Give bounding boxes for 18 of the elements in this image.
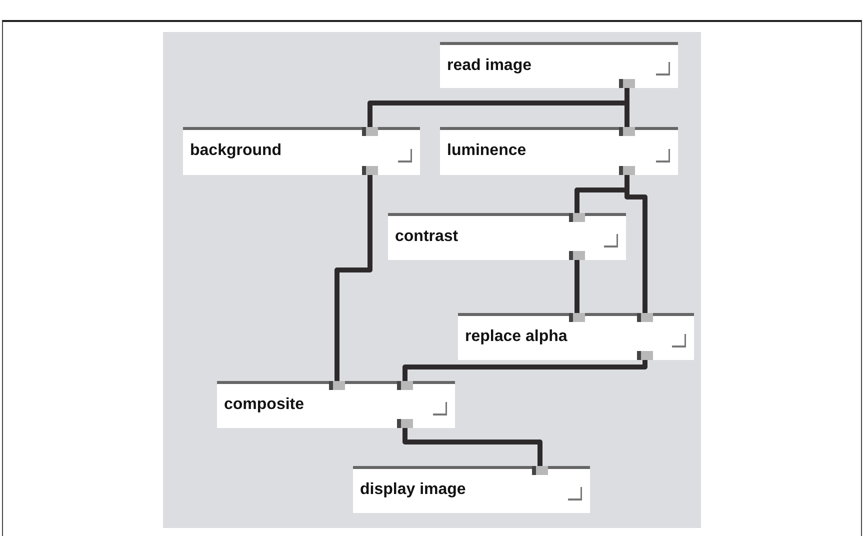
module-name: luminence — [447, 142, 526, 160]
connector-wire — [402, 360, 648, 381]
module-name: background — [190, 142, 282, 160]
module-name: composite — [224, 396, 304, 414]
connector-wire — [402, 428, 542, 466]
module-box — [388, 213, 626, 260]
connector-wire — [574, 260, 580, 313]
module-name: contrast — [395, 228, 458, 246]
module-box — [458, 313, 694, 360]
module-box — [183, 127, 420, 175]
module-box — [353, 466, 590, 513]
module-box — [217, 381, 455, 428]
module-name: replace alpha — [465, 328, 568, 346]
connector-wire — [334, 175, 372, 381]
module-name: read image — [447, 57, 532, 75]
module-name: display image — [360, 481, 466, 499]
module-box — [440, 42, 678, 88]
module-box — [440, 127, 678, 175]
